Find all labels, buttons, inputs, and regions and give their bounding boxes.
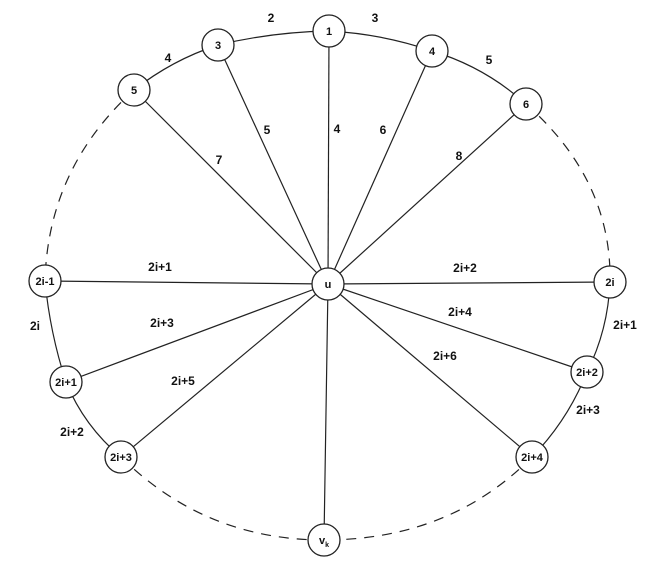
spoke-edge-u-n2i — [327, 281, 611, 285]
spoke-edge-u-n3 — [217, 44, 329, 285]
node-n5: 5 — [117, 73, 151, 107]
spoke-edge-u-n2i+2 — [327, 283, 588, 373]
node-n6-circle — [509, 87, 543, 121]
node-n3-label: 3 — [215, 40, 221, 52]
rim-label-r_1_4: 3 — [372, 11, 379, 25]
rim-label-r_2i+2_2i+4: 2i+3 — [576, 403, 600, 417]
spoke-label-n6: 8 — [456, 149, 463, 163]
spoke-edge-u-n5 — [133, 89, 329, 285]
node-n2i+2: 2i+2 — [570, 355, 604, 389]
node-n4: 4 — [415, 34, 449, 68]
node-n2i-circle — [593, 265, 627, 299]
node-n2i-1-circle — [28, 264, 62, 298]
node-n2i+1-circle — [49, 365, 83, 399]
node-n2i+3-circle — [104, 440, 138, 474]
node-n2i+4: 2i+4 — [515, 440, 549, 474]
spoke-label-n5: 7 — [216, 153, 223, 167]
spoke-label-n3: 5 — [264, 123, 271, 137]
rim-label-r_3_1: 2 — [268, 11, 275, 25]
rim-label-r_2i+1_2i+3: 2i+2 — [60, 425, 84, 439]
node-n2i+4-circle — [515, 440, 549, 474]
node-n2i-1: 2i-1 — [28, 264, 62, 298]
node-n2i+3-label: 2i+3 — [110, 452, 132, 464]
node-n1-label: 1 — [326, 26, 332, 38]
spoke-label-n1: 4 — [334, 122, 341, 136]
spoke-layer — [44, 30, 611, 541]
spoke-label-n2i+2: 2i+4 — [448, 305, 472, 319]
spoke-label-n2i: 2i+2 — [453, 261, 477, 275]
rim-edge-n5-n2i-1 — [44, 89, 135, 282]
spoke-edge-u-n4 — [327, 50, 433, 285]
rim-label-r_5_3: 4 — [165, 51, 172, 65]
rim-edge-n2i+4-nvk — [323, 456, 533, 541]
rim-edge-n2i+3-nvk — [120, 456, 325, 541]
spoke-edge-u-n6 — [327, 103, 527, 285]
center-node-u-label: u — [325, 279, 332, 291]
node-n2i+3: 2i+3 — [104, 440, 138, 474]
node-n2i+1: 2i+1 — [49, 365, 83, 399]
rim-edge-n3-n1 — [217, 30, 330, 46]
rim-label-r_2i-1_2i+1: 2i — [30, 319, 40, 333]
node-n6: 6 — [509, 87, 543, 121]
node-nvk-label: vk — [319, 535, 329, 549]
node-nvk-circle — [307, 523, 341, 557]
node-n5-circle — [117, 73, 151, 107]
node-n2i-label: 2i — [605, 277, 614, 289]
spoke-label-n2i-1: 2i+1 — [148, 260, 172, 274]
center-node-u-circle — [311, 267, 345, 301]
node-n3-circle — [201, 28, 235, 62]
node-n1: 1 — [312, 14, 346, 48]
spoke-edge-u-n2i+1 — [65, 283, 329, 383]
rim-edge-n6-n2i — [525, 103, 611, 283]
node-n1-circle — [312, 14, 346, 48]
spoke-edge-u-nvk — [323, 283, 329, 541]
center-node-u: u — [311, 267, 345, 301]
node-n2i+1-label: 2i+1 — [55, 377, 77, 389]
node-nvk: vk — [307, 523, 341, 557]
spoke-label-n4: 6 — [380, 123, 387, 137]
edge-label-layer: 4 5 6 7 8 2i+1 2i+2 2i+3 2i+4 2i+5 2i+6 2 3 4 5 2i 2i+1 2… — [30, 11, 637, 439]
node-n6-label: 6 — [523, 99, 529, 111]
spoke-edge-u-n1 — [327, 30, 330, 285]
node-n2i+2-label: 2i+2 — [576, 367, 598, 379]
spoke-edge-u-n2i-1 — [44, 280, 329, 285]
node-n4-label: 4 — [429, 46, 436, 58]
spoke-label-n2i+3: 2i+5 — [171, 374, 195, 388]
spoke-edge-u-n2i+4 — [327, 283, 533, 458]
spoke-edge-u-n2i+3 — [120, 283, 329, 458]
node-n4-circle — [415, 34, 449, 68]
node-n2i-1-label: 2i-1 — [36, 276, 55, 288]
rim-label-r_4_6: 5 — [486, 53, 493, 67]
node-n2i: 2i — [593, 265, 627, 299]
node-layer: u 1 3 4 5 6 2i-1 2i 2i+1 2i+2 2i+3 2i+4 vk — [28, 14, 627, 557]
spoke-label-n2i+1: 2i+3 — [150, 316, 174, 330]
node-n5-label: 5 — [131, 85, 137, 97]
node-n3: 3 — [201, 28, 235, 62]
node-n2i+2-circle — [570, 355, 604, 389]
spoke-label-n2i+4: 2i+6 — [433, 349, 457, 363]
node-n2i+4-label: 2i+4 — [521, 452, 544, 464]
rim-label-r_2i_2i+2: 2i+1 — [613, 318, 637, 332]
